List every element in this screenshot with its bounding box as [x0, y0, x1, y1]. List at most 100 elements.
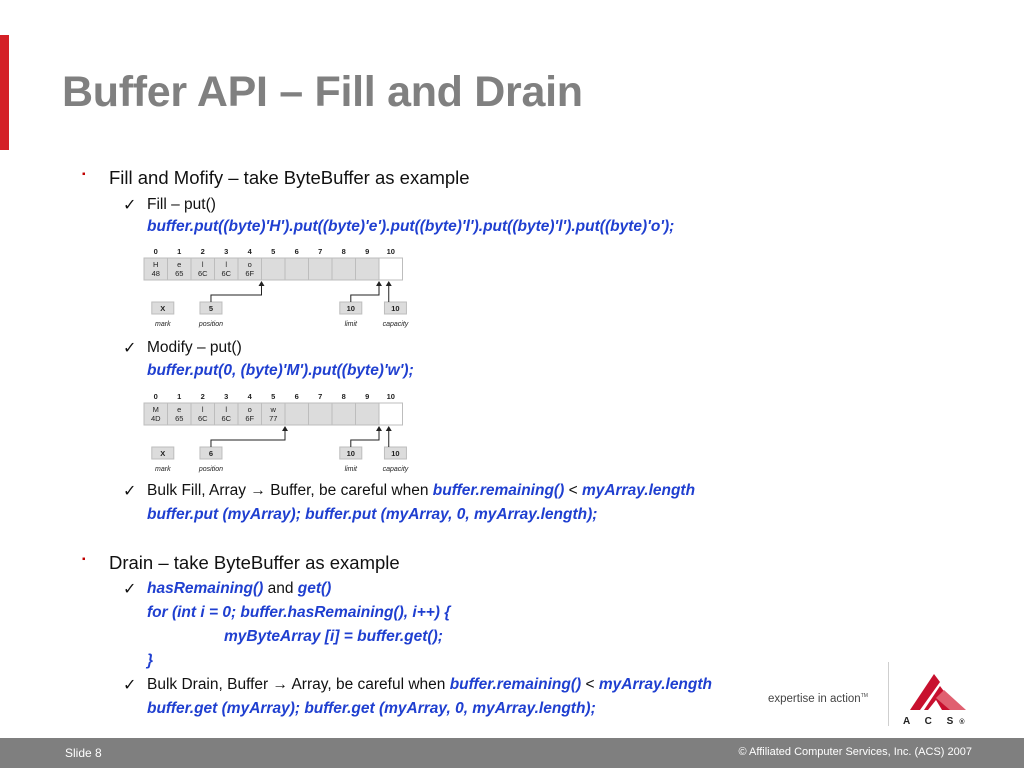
position-arrow — [210, 285, 262, 302]
buffer-cell — [284, 402, 309, 426]
arrow-right-icon: → — [250, 482, 266, 499]
capacity-box — [383, 301, 407, 315]
checkmark-icon: ✓ — [123, 340, 137, 357]
cell-hex: 77 — [269, 414, 277, 423]
position-value: 6 — [209, 449, 213, 458]
cell-index: 3 — [224, 392, 228, 401]
limit-arrow — [350, 430, 380, 447]
cell-char: M — [153, 405, 159, 414]
cell-index: 5 — [271, 247, 275, 256]
cell-hex: 65 — [175, 414, 183, 423]
bulk-fill-text-a: Bulk Fill, Array — [147, 482, 247, 499]
cell-char: l — [202, 260, 204, 269]
cell-index: 0 — [154, 392, 158, 401]
cell-hex: 6C — [221, 269, 231, 278]
loop-line-1: for (int i = 0; buffer.hasRemaining(), i… — [147, 604, 451, 621]
bulk-drain-code: buffer.get (myArray); buffer.get (myArra… — [147, 700, 596, 717]
bulk-fill-code: buffer.put (myArray); buffer.put (myArra… — [147, 506, 598, 523]
cell-index: 7 — [318, 247, 322, 256]
capacity-arrow-head — [385, 281, 392, 286]
bullet-bulk-drain: ✓ Bulk Drain, Buffer → Array, be careful… — [123, 676, 712, 694]
cell-hex: 6F — [245, 269, 254, 278]
cell-hex: 6C — [198, 269, 208, 278]
acs-logo-text: A C S® — [903, 716, 979, 727]
cell-index: 10 — [387, 247, 395, 256]
cell-index: 9 — [365, 247, 369, 256]
registered-mark: ® — [959, 719, 965, 726]
mark-box — [151, 446, 175, 460]
limit-arrow — [350, 285, 380, 302]
position-value: 5 — [209, 304, 213, 313]
bullet-bulk-fill: ✓ Bulk Fill, Array → Buffer, be careful … — [123, 482, 695, 500]
cell-char: o — [248, 405, 252, 414]
cell-index: 1 — [177, 392, 181, 401]
less-than: < — [585, 676, 595, 693]
get-call: get() — [297, 580, 332, 597]
cell-char: l — [202, 405, 204, 414]
limit-arrow-head — [376, 281, 382, 286]
mark-value: X — [160, 449, 165, 458]
buffer-cell — [308, 402, 333, 426]
array-length: myArray.length — [598, 676, 712, 693]
capacity-label: capacity — [383, 321, 409, 328]
buffer-cell — [378, 402, 403, 426]
slide-title: Buffer API – Fill and Drain — [62, 68, 583, 116]
square-bullet-icon: ▪ — [82, 169, 86, 180]
checkmark-icon: ✓ — [123, 677, 137, 694]
cell-index: 0 — [154, 247, 158, 256]
and-word: and — [267, 580, 294, 597]
cell-char: H — [153, 260, 158, 269]
loop-line-2: myByteArray [i] = buffer.get(); — [224, 628, 443, 645]
capacity-value: 10 — [391, 449, 399, 458]
cell-index: 10 — [387, 392, 395, 401]
cell-hex: 65 — [175, 269, 183, 278]
acs-logo-icon — [910, 674, 966, 710]
fill-label: Fill – put() — [147, 196, 216, 213]
arrow-right-icon: → — [272, 676, 289, 693]
cell-char: o — [248, 260, 252, 269]
cell-index: 1 — [177, 247, 181, 256]
buffer-cell — [308, 257, 333, 281]
buffer-cell — [355, 402, 380, 426]
position-arrow-head — [258, 281, 265, 286]
fill-modify-heading: Fill and Mofify – take ByteBuffer as exa… — [109, 167, 470, 188]
position-label: position — [198, 466, 223, 473]
cell-char: e — [177, 260, 181, 269]
buffer-cell — [261, 257, 286, 281]
bullet-modify: ✓ Modify – put() — [123, 339, 242, 357]
cell-index: 4 — [248, 247, 253, 256]
footer-bar: Slide 8 © Affiliated Computer Services, … — [0, 738, 1024, 768]
less-than: < — [568, 482, 578, 499]
limit-label: limit — [345, 466, 358, 473]
cell-index: 8 — [342, 392, 346, 401]
buffer-cell — [378, 257, 403, 281]
limit-label: limit — [345, 321, 358, 328]
cell-char: w — [270, 405, 277, 414]
checkmark-icon: ✓ — [123, 197, 137, 214]
cell-index: 7 — [318, 392, 322, 401]
cell-index: 8 — [342, 247, 346, 256]
buffer-cell — [284, 257, 309, 281]
position-arrow — [210, 430, 286, 447]
has-remaining-call: hasRemaining() — [147, 580, 264, 597]
cell-index: 4 — [248, 392, 253, 401]
remaining-call: buffer.remaining() — [432, 482, 565, 499]
bullet-drain: ▪ Drain – take ByteBuffer as example — [82, 552, 400, 574]
slide-number: Slide 8 — [65, 746, 102, 760]
cell-hex: 48 — [152, 269, 160, 278]
mark-label: mark — [155, 466, 171, 473]
fill-code: buffer.put((byte)'H').put((byte)'e').put… — [147, 218, 675, 235]
logo-letters: A C S — [903, 716, 960, 727]
cell-hex: 6C — [198, 414, 208, 423]
cell-hex: 6C — [221, 414, 231, 423]
tagline: expertise in actionTM — [768, 693, 868, 705]
square-bullet-icon: ▪ — [82, 554, 86, 565]
cell-hex: 4D — [151, 414, 161, 423]
limit-arrow-head — [376, 426, 382, 431]
bulk-fill-text-b: Buffer, be careful when — [270, 482, 429, 499]
buffer-cell — [331, 257, 356, 281]
trademark-mark: TM — [860, 693, 868, 700]
tagline-text: expertise in action — [768, 693, 861, 705]
